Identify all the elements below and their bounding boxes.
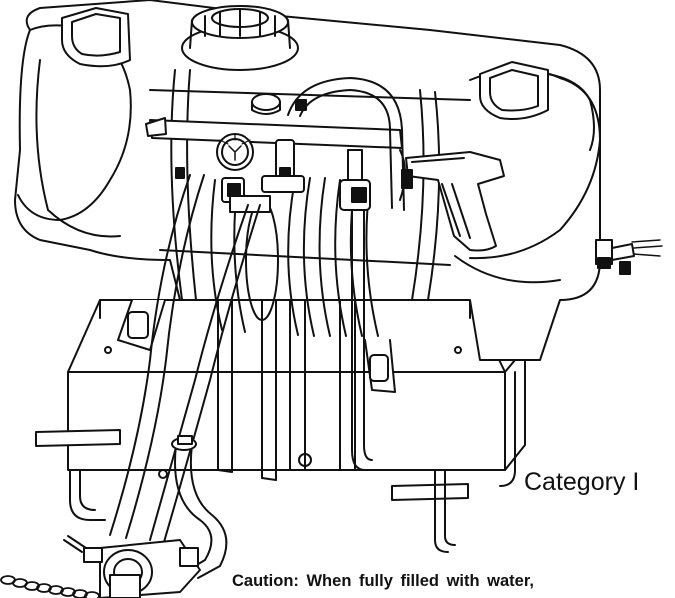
chain <box>0 575 100 598</box>
spray-gun <box>401 151 505 252</box>
category-label: Category I <box>524 468 640 496</box>
pump <box>63 535 201 598</box>
side-valve <box>595 239 663 275</box>
plumbing <box>109 77 406 579</box>
tank-body <box>14 0 601 361</box>
caution-text: Caution: When fully filled with water, <box>232 572 534 590</box>
